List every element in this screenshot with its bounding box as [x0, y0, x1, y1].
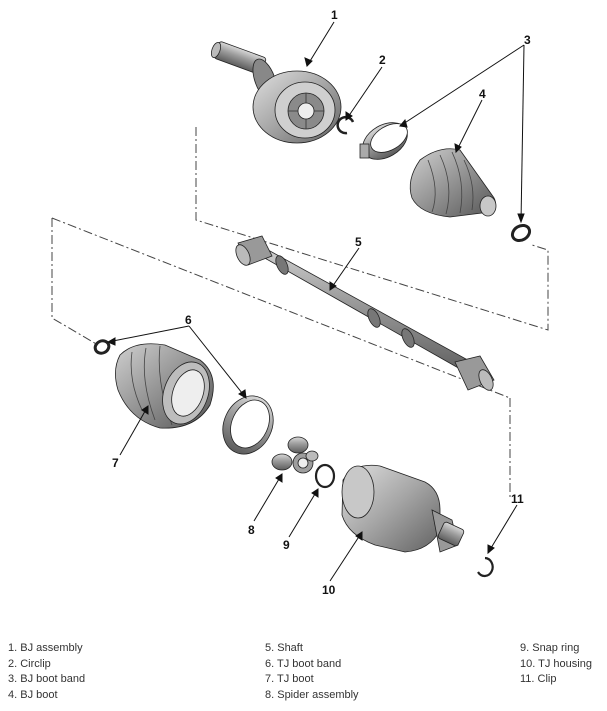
guide-lines	[51, 127, 549, 500]
legend-item: 3. BJ boot band	[8, 673, 86, 685]
tj-boot-band-part	[222, 395, 274, 455]
callout-4: 4	[479, 87, 486, 101]
bj-boot-part	[409, 148, 497, 218]
legend-column-2: 5. Shaft 6. TJ boot band 7. TJ boot 8. S…	[265, 641, 359, 703]
callout-3: 3	[524, 33, 531, 47]
legend-column-3: 9. Snap ring 10. TJ housing 11. Clip	[520, 641, 592, 688]
leader-lines	[106, 21, 525, 582]
tj-housing-part	[341, 464, 465, 553]
callout-2: 2	[379, 53, 386, 67]
tj-boot-part	[115, 343, 214, 429]
callout-11: 11	[511, 492, 524, 506]
clip-part	[477, 556, 494, 578]
legend-column-1: 1. BJ assembly 2. Circlip 3. BJ boot ban…	[8, 641, 85, 703]
callout-10: 10	[322, 583, 336, 597]
spider-assembly-part	[271, 436, 319, 474]
legend-item: 8. Spider assembly	[265, 688, 359, 701]
callout-9: 9	[283, 538, 290, 552]
legend-item: 7. TJ boot	[265, 673, 314, 685]
callout-5: 5	[355, 235, 362, 249]
legend-item: 1. BJ assembly	[8, 642, 83, 654]
legend-item: 11. Clip	[520, 673, 557, 685]
circlip-part	[336, 115, 355, 135]
shaft-part	[235, 235, 495, 391]
callout-7: 7	[112, 456, 119, 470]
legend-item: 4. BJ boot	[8, 688, 58, 701]
callout-8: 8	[248, 523, 255, 537]
callout-numbers: 1 2 3 4 5 6 7 8 9 10 11	[112, 8, 531, 597]
callout-6: 6	[185, 313, 192, 327]
snap-ring-part	[314, 463, 336, 489]
small-bj-boot-band-part	[510, 223, 532, 243]
legend-item: 2. Circlip	[8, 657, 51, 670]
legend-item: 10. TJ housing	[520, 657, 592, 670]
callout-1: 1	[331, 8, 338, 22]
legend-item: 5. Shaft	[265, 642, 303, 654]
small-tj-boot-band-part	[93, 339, 111, 355]
bj-boot-band-part	[359, 122, 408, 160]
legend-item: 6. TJ boot band	[265, 657, 342, 670]
parts-legend: 1. BJ assembly 2. Circlip 3. BJ boot ban…	[0, 641, 607, 705]
bj-assembly-part	[210, 41, 342, 144]
legend-item: 9. Snap ring	[520, 642, 580, 654]
exploded-drive-shaft-diagram: 1 2 3 4 5 6 7 8 9 10 11	[51, 8, 549, 597]
